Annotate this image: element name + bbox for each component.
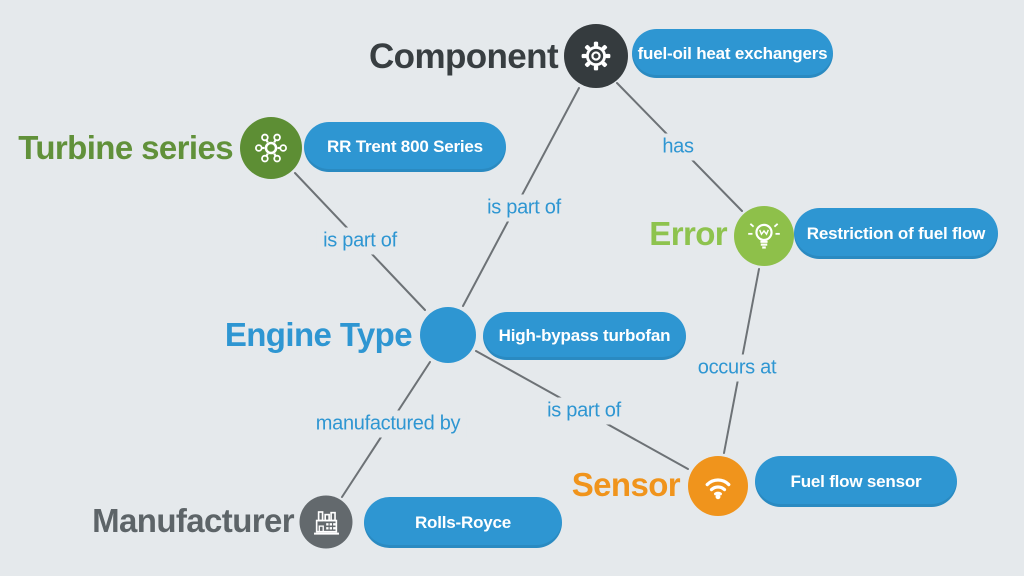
pill-text: Restriction of fuel flow	[806, 223, 986, 243]
pill-text: High-bypass turbofan	[498, 326, 671, 345]
node-label-component: Component	[368, 37, 559, 76]
node-label-sensor: Sensor	[571, 466, 681, 503]
pill-text: fuel-oil heat exchangers	[637, 43, 828, 63]
edge-label-manufactured-by: manufactured by	[308, 410, 468, 438]
node-value-pill-error: Restriction of fuel flow	[794, 208, 998, 259]
node-label-engine-type: Engine Type	[224, 316, 413, 353]
node-value-pill-component: fuel-oil heat exchangers	[632, 29, 833, 78]
pill-text: RR Trent 800 Series	[327, 137, 483, 156]
node-label-manufacturer: Manufacturer	[92, 502, 294, 539]
factory-icon	[305, 501, 347, 543]
node-circle-error	[734, 206, 794, 266]
network-icon	[248, 125, 294, 171]
node-circle-manufacturer	[299, 495, 353, 549]
pill-text: Rolls-Royce	[414, 512, 512, 532]
node-label-error: Error	[649, 215, 727, 252]
lightbulb-icon	[741, 213, 787, 259]
node-value-pill-sensor: Fuel flow sensor	[755, 456, 957, 507]
wifi-icon	[695, 463, 741, 509]
edge-label-is-part-of-component: is part of	[480, 194, 568, 222]
gear-icon	[573, 33, 619, 79]
edge-label-occurs-at: occurs at	[690, 354, 784, 382]
node-value-pill-engine-type: High-bypass turbofan	[483, 312, 686, 360]
node-value-pill-manufacturer: Rolls-Royce	[364, 497, 562, 548]
node-circle-component	[564, 24, 628, 88]
node-circle-turbine-series	[240, 117, 302, 179]
node-value-pill-turbine-series: RR Trent 800 Series	[304, 122, 506, 172]
node-label-turbine-series: Turbine series	[18, 129, 233, 166]
node-circle-sensor	[688, 456, 748, 516]
pill-text: Fuel flow sensor	[790, 471, 922, 491]
edge-label-is-part-of-turbine: is part of	[316, 227, 404, 255]
node-circle-engine-type	[420, 307, 476, 363]
edge-label-is-part-of-sensor: is part of	[540, 397, 628, 425]
edge-label-has: has	[655, 133, 701, 161]
